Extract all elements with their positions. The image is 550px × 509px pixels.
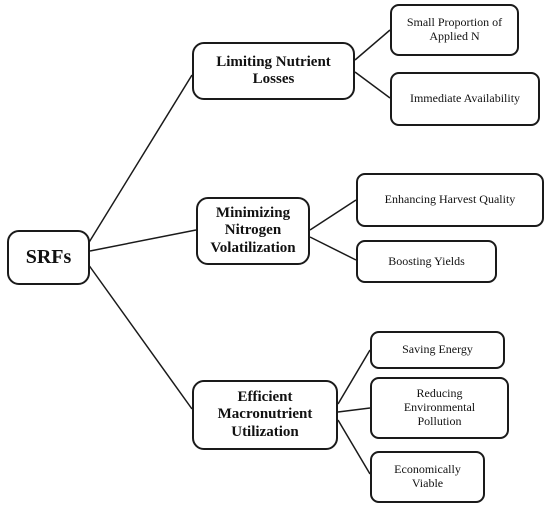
connector-branch-2-leaf-2 <box>309 236 357 261</box>
leaf-boosting-yields: Boosting Yields <box>356 240 497 283</box>
leaf-immediate-availability: Immediate Availability <box>390 72 540 126</box>
root-node: SRFs <box>7 230 90 285</box>
connector-branch-3-leaf-3 <box>337 419 371 475</box>
connector-branch-2-leaf-1 <box>309 199 357 231</box>
leaf-small-proportion-of-applied-n: Small Proportion of Applied N <box>390 4 519 56</box>
connector-root-branch-1 <box>87 74 193 245</box>
leaf-reducing-environmental-pollution: Reducing Environmental Pollution <box>370 377 509 439</box>
leaf-economically-viable: Economically Viable <box>370 451 485 503</box>
connector-root-branch-2 <box>89 229 197 252</box>
connector-branch-1-leaf-2 <box>354 71 391 99</box>
connector-root-branch-3 <box>87 263 193 410</box>
connector-branch-3-leaf-1 <box>337 349 371 405</box>
connector-branch-1-leaf-1 <box>354 29 391 61</box>
connector-branch-3-leaf-2 <box>337 407 371 413</box>
branch-node-minimizing-nitrogen-volatilization: Minimizing Nitrogen Volatilization <box>196 197 310 265</box>
leaf-enhancing-harvest-quality: Enhancing Harvest Quality <box>356 173 544 227</box>
branch-node-efficient-macronutrient-utilization: Efficient Macronutrient Utilization <box>192 380 338 450</box>
leaf-saving-energy: Saving Energy <box>370 331 505 369</box>
branch-node-limiting-nutrient-losses: Limiting Nutrient Losses <box>192 42 355 100</box>
